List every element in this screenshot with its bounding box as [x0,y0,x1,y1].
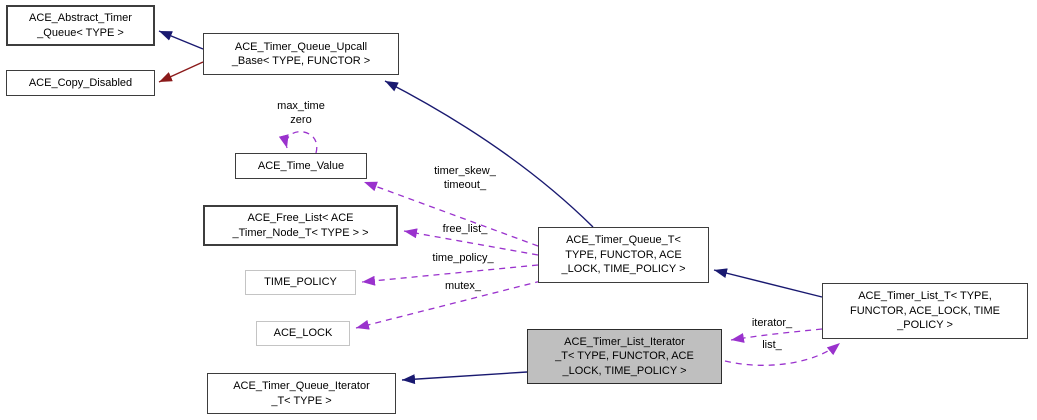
inheritance-edge-timer-queue-t-to-upcall-base [384,80,594,228]
node-ace-timer-queue-t[interactable]: ACE_Timer_Queue_T< TYPE, FUNCTOR, ACE _L… [538,227,709,283]
edge-label-iterator: iterator_ [751,317,793,329]
usage-edge-time-value-self-loop [278,131,318,154]
edge-label-list: list_ [762,339,782,351]
node-time-policy-template-param: TIME_POLICY [245,270,356,295]
usage-edge-timer-skew-timeout [363,181,539,247]
edge-label-time-policy: time_policy_ [432,252,494,264]
node-ace-time-value[interactable]: ACE_Time_Value [235,153,367,179]
private-inheritance-edge-upcall-to-copy-disabled [158,61,204,83]
node-ace-free-list[interactable]: ACE_Free_List< ACE _Timer_Node_T< TYPE >… [203,205,398,246]
node-ace-timer-queue-iterator-t[interactable]: ACE_Timer_Queue_Iterator _T< TYPE > [207,373,396,414]
usage-edge-iterator [730,328,823,343]
edge-label-free-list: free_list_ [442,223,488,235]
node-ace-abstract-timer-queue[interactable]: ACE_Abstract_Timer _Queue< TYPE > [6,5,155,46]
usage-edge-time-policy [361,264,539,286]
node-ace-lock-template-param: ACE_LOCK [256,321,350,346]
inheritance-edge-list-iterator-to-queue-iterator [401,371,528,385]
node-ace-timer-queue-upcall-base[interactable]: ACE_Timer_Queue_Upcall _Base< TYPE, FUNC… [203,33,399,75]
usage-edge-free-list [403,228,539,256]
edge-label-timer-skew-timeout: timer_skew_ timeout_ [434,165,496,191]
usage-edge-mutex [355,280,542,330]
edge-label-max-time-zero: max_time zero [277,100,325,126]
node-ace-timer-list-iterator-t-current: ACE_Timer_List_Iterator _T< TYPE, FUNCTO… [527,329,722,384]
usage-edge-list [724,342,841,366]
inheritance-edge-upcall-to-abstract [158,30,204,50]
node-ace-copy-disabled[interactable]: ACE_Copy_Disabled [6,70,155,96]
edge-label-mutex: mutex_ [444,280,482,292]
node-ace-timer-list-t[interactable]: ACE_Timer_List_T< TYPE, FUNCTOR, ACE_LOC… [822,283,1028,339]
inheritance-edge-timer-list-t-to-timer-queue-t [713,268,823,298]
